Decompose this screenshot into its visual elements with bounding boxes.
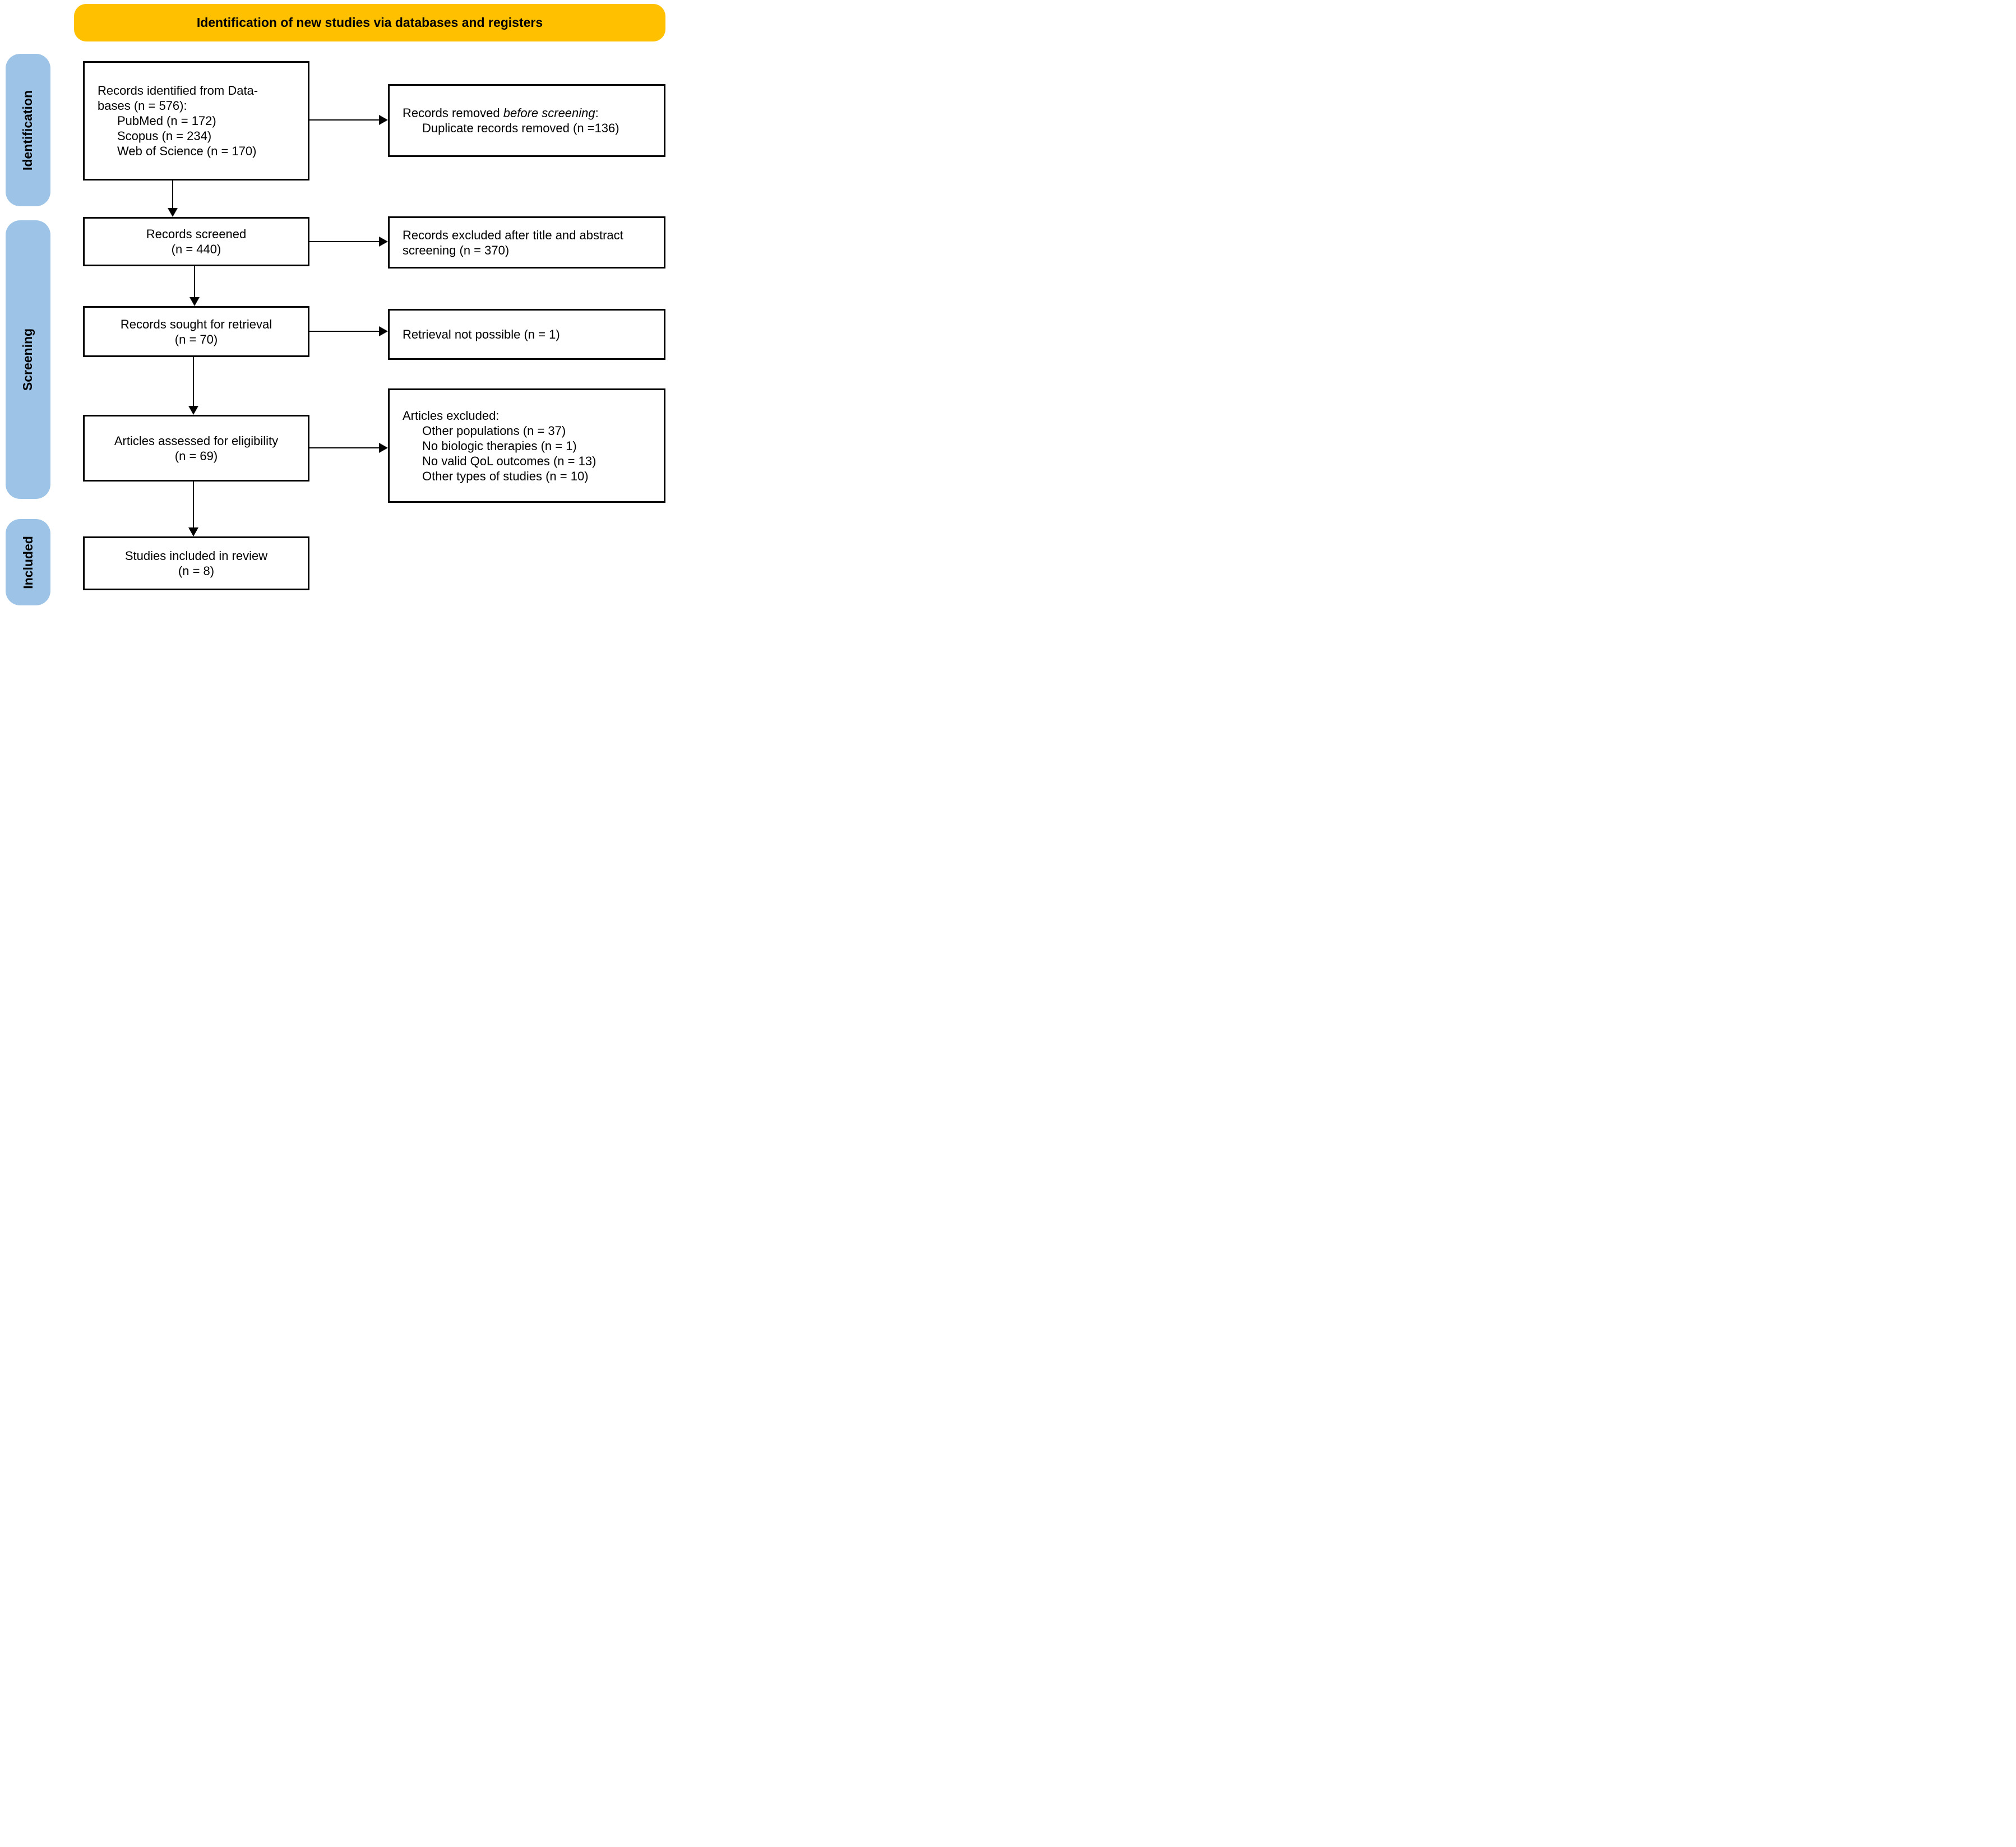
records-sought-count: (n = 70) [174,332,218,346]
arrow-sought-to-assessed-head [188,406,198,415]
records-excluded-line1: Records excluded after title and abstrac… [403,228,623,242]
source-pubmed: PubMed (n = 172) [117,114,216,128]
box-records-removed-before-screening: Records removed before screening: Duplic… [388,84,665,157]
stage-sidebar-included: Included [6,519,50,605]
arrow-sought-to-assessed-line [193,357,194,406]
excluded-no-biologic-therapies: No biologic therapies (n = 1) [422,438,577,453]
box-records-identified: Records identified from Data- bases (n =… [83,61,309,180]
arrow-screened-to-sought-head [189,297,200,306]
excluded-other-populations: Other populations (n = 37) [422,423,566,438]
box-records-screened: Records screened (n = 440) [83,217,309,266]
diagram-title-banner: Identification of new studies via databa… [74,4,665,41]
excluded-no-valid-qol: No valid QoL outcomes (n = 13) [422,453,597,468]
box-records-excluded-screening: Records excluded after title and abstrac… [388,216,665,269]
retrieval-not-possible-label: Retrieval not possible (n = 1) [403,327,560,341]
arrow-assessed-to-included-line [193,482,194,527]
box-records-sought: Records sought for retrieval (n = 70) [83,306,309,357]
source-scopus: Scopus (n = 234) [117,129,212,143]
box-articles-assessed: Articles assessed for eligibility (n = 6… [83,415,309,482]
arrow-identified-to-screened-head [168,208,178,217]
arrow-screened-to-excluded-head [379,237,388,247]
stage-label-screening: Screening [20,328,35,391]
source-web-of-science: Web of Science (n = 170) [117,144,257,158]
arrow-screened-to-excluded-line [309,241,379,242]
excluded-other-study-types: Other types of studies (n = 10) [422,469,589,483]
records-identified-line2: bases (n = 576): [98,99,187,113]
articles-assessed-label: Articles assessed for eligibility [114,433,279,448]
box-articles-excluded: Articles excluded: Other populations (n … [388,388,665,503]
diagram-title: Identification of new studies via databa… [196,15,543,30]
studies-included-label: Studies included in review [124,549,268,563]
records-identified-line1: Records identified from Data- [98,84,258,98]
stage-sidebar-screening: Screening [6,220,50,499]
arrow-sought-to-not-retrieved-line [309,331,379,332]
box-retrieval-not-possible: Retrieval not possible (n = 1) [388,309,665,360]
duplicates-removed-item: Duplicate records removed (n =136) [422,121,619,135]
stage-sidebar-identification: Identification [6,54,50,206]
records-screened-label: Records screened [146,227,247,241]
arrow-sought-to-not-retrieved-head [379,326,388,336]
records-excluded-line2: screening (n = 370) [403,243,510,257]
records-removed-prefix: Records removed [403,106,503,120]
arrow-assessed-to-included-head [188,527,198,536]
stage-label-included: Included [20,535,35,589]
arrow-identified-to-screened-line [172,180,173,208]
records-removed-suffix: : [595,106,599,120]
arrow-screened-to-sought-line [194,266,195,297]
records-sought-label: Records sought for retrieval [120,317,272,331]
arrow-assessed-to-excluded-line [309,447,379,448]
arrow-assessed-to-excluded-head [379,443,388,453]
box-studies-included: Studies included in review (n = 8) [83,536,309,590]
articles-assessed-count: (n = 69) [174,448,218,463]
records-removed-emphasis: before screening [503,106,595,120]
arrow-identified-to-removed-head [379,115,388,125]
arrow-identified-to-removed-line [309,119,379,121]
stage-label-identification: Identification [20,90,35,170]
records-removed-heading: Records removed before screening: [403,105,659,121]
studies-included-count: (n = 8) [178,564,215,578]
records-screened-count: (n = 440) [171,242,221,256]
prisma-flow-diagram: Identification of new studies via databa… [0,0,672,615]
articles-excluded-heading: Articles excluded: [403,408,500,423]
